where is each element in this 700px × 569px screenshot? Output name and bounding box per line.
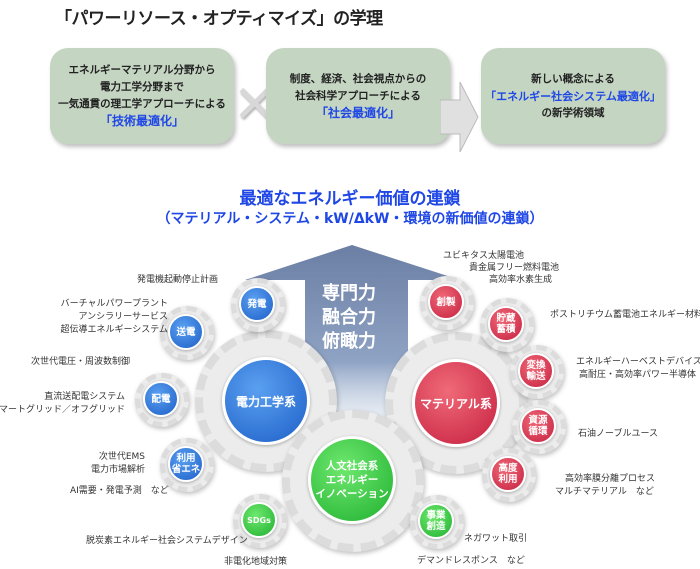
hub-line: 送電 <box>176 326 196 338</box>
hub-material: マテリアル系 <box>412 359 500 447</box>
hub-sdgs: SDGs <box>241 502 277 538</box>
hub-chozou: 貯蔵蓄積 <box>488 306 524 342</box>
hub-soden: 送電 <box>168 314 204 350</box>
box-highlight: 「エネルギー社会システム最適化」 <box>485 89 661 103</box>
hub-line: 資源 <box>528 415 548 426</box>
hub-line: SDGs <box>247 515 271 525</box>
label-haiden: 直流送配電システム次世代スマートグリッド／オフグリッド <box>0 392 125 415</box>
hub-line: 利用 <box>176 453 196 464</box>
hub-line: 貯蔵 <box>496 313 516 324</box>
hub-shigen: 資源循環 <box>520 408 556 444</box>
subheading: （マテリアル・システム・kW/ΔkW・環境の新価値の連鎖） <box>156 211 544 227</box>
label-non-electrified: 非電化地域対策 <box>224 557 288 567</box>
box-social-optimization: 制度、経済、社会視点からの 社会科学アプローチによる 「社会最適化」 <box>266 48 450 144</box>
label-next-voltage: 次世代電圧・周波数制御 <box>30 357 130 367</box>
label-koudo: 高効率膜分離プロセスマルチマテリアル など <box>555 474 656 497</box>
box-highlight: 「技術最適化」 <box>99 114 184 128</box>
hub-koudo: 高度利用 <box>490 456 526 492</box>
hub-line: イノベーション <box>315 488 389 500</box>
box-line: 社会科学アプローチによる <box>295 89 421 102</box>
hub-line: 配電 <box>151 393 171 405</box>
hub-line: エネルギー <box>325 474 379 486</box>
box-line: エネルギーマテリアル分野から <box>68 64 216 76</box>
power-text: 専門力 融合力 俯瞰力 <box>322 282 376 354</box>
hub-line: 利用 <box>498 474 518 485</box>
hub-henkan: 変換輸送 <box>518 353 554 389</box>
label-soden: バーチャルパワープラントアンシラリーサービス超伝導エネルギーシステム <box>60 299 168 335</box>
label-hatsuden: 発電機起動停止計画 <box>136 275 218 285</box>
hub-line: 省エネ <box>171 464 201 475</box>
label-henkan: エネルギーハーベストデバイス高耐圧・高効率パワー半導体 <box>576 357 700 380</box>
arrow-right-icon <box>440 82 479 152</box>
hub-line: 輸送 <box>526 371 546 382</box>
box-line: 制度、経済、社会視点からの <box>289 72 427 85</box>
box-highlight: 「社会最適化」 <box>315 105 400 120</box>
hub-social-innovation: 人文社会系 エネルギー イノベーション <box>308 436 396 524</box>
hub-line: 高度 <box>498 463 518 474</box>
hub-hatsuden: 発電 <box>239 286 275 322</box>
hub-jigyou: 事業創造 <box>418 503 454 539</box>
page-title: 「パワーリソース・オプティマイズ」の学理 <box>55 9 383 29</box>
hub-line: 創製 <box>436 296 456 308</box>
hub-line: 蓄積 <box>496 324 516 335</box>
hub-electric-engineering: 電力工学系 <box>222 357 310 445</box>
heading: 最適なエネルギー価値の連鎖 <box>239 189 461 209</box>
box-energy-system-optimization: 新しい概念による 「エネルギー社会システム最適化」 の新学術領域 <box>481 48 665 144</box>
label-sousei: ユビキタス太陽電池貴金属フリー燃料電池高効率水素生成 <box>443 251 560 285</box>
label-shigen: 石油ノーブルユース <box>578 429 659 439</box>
box-technical-optimization: エネルギーマテリアル分野から 電力工学分野まで 一気通貫の理工学アプローチによる… <box>50 48 234 144</box>
power-overview: 俯瞰力 <box>322 331 376 352</box>
hub-haiden: 配電 <box>143 381 179 417</box>
box-line: の新学術領域 <box>541 106 605 119</box>
hub-line: 発電 <box>247 298 267 310</box>
power-expertise: 専門力 <box>322 283 376 304</box>
hub-sousei: 創製 <box>428 284 464 320</box>
box-line: 一気通貫の理工学アプローチによる <box>58 98 226 110</box>
power-fusion: 融合力 <box>322 307 376 328</box>
label-jigyou: ネガワット取引 <box>464 534 528 544</box>
label-sdgs: 脱炭素エネルギー社会システムデザイン <box>86 536 248 546</box>
label-ai: AI需要・発電予測 など <box>70 486 169 496</box>
hub-line: 創造 <box>426 521 446 532</box>
hub-line: 人文社会系 <box>325 460 379 472</box>
hub-line: 事業 <box>426 510 446 521</box>
box-line: 電力工学分野まで <box>100 81 184 93</box>
label-demand: デマンドレスポンス など <box>417 556 525 566</box>
label-chozou: ポストリチウム蓄電池エネルギー材料 <box>550 310 700 320</box>
hub-line: 変換 <box>526 360 546 371</box>
box-line: 新しい概念による <box>531 72 615 85</box>
hub-line: 循環 <box>528 426 548 437</box>
hub-riyou: 利用省エネ <box>168 446 204 482</box>
